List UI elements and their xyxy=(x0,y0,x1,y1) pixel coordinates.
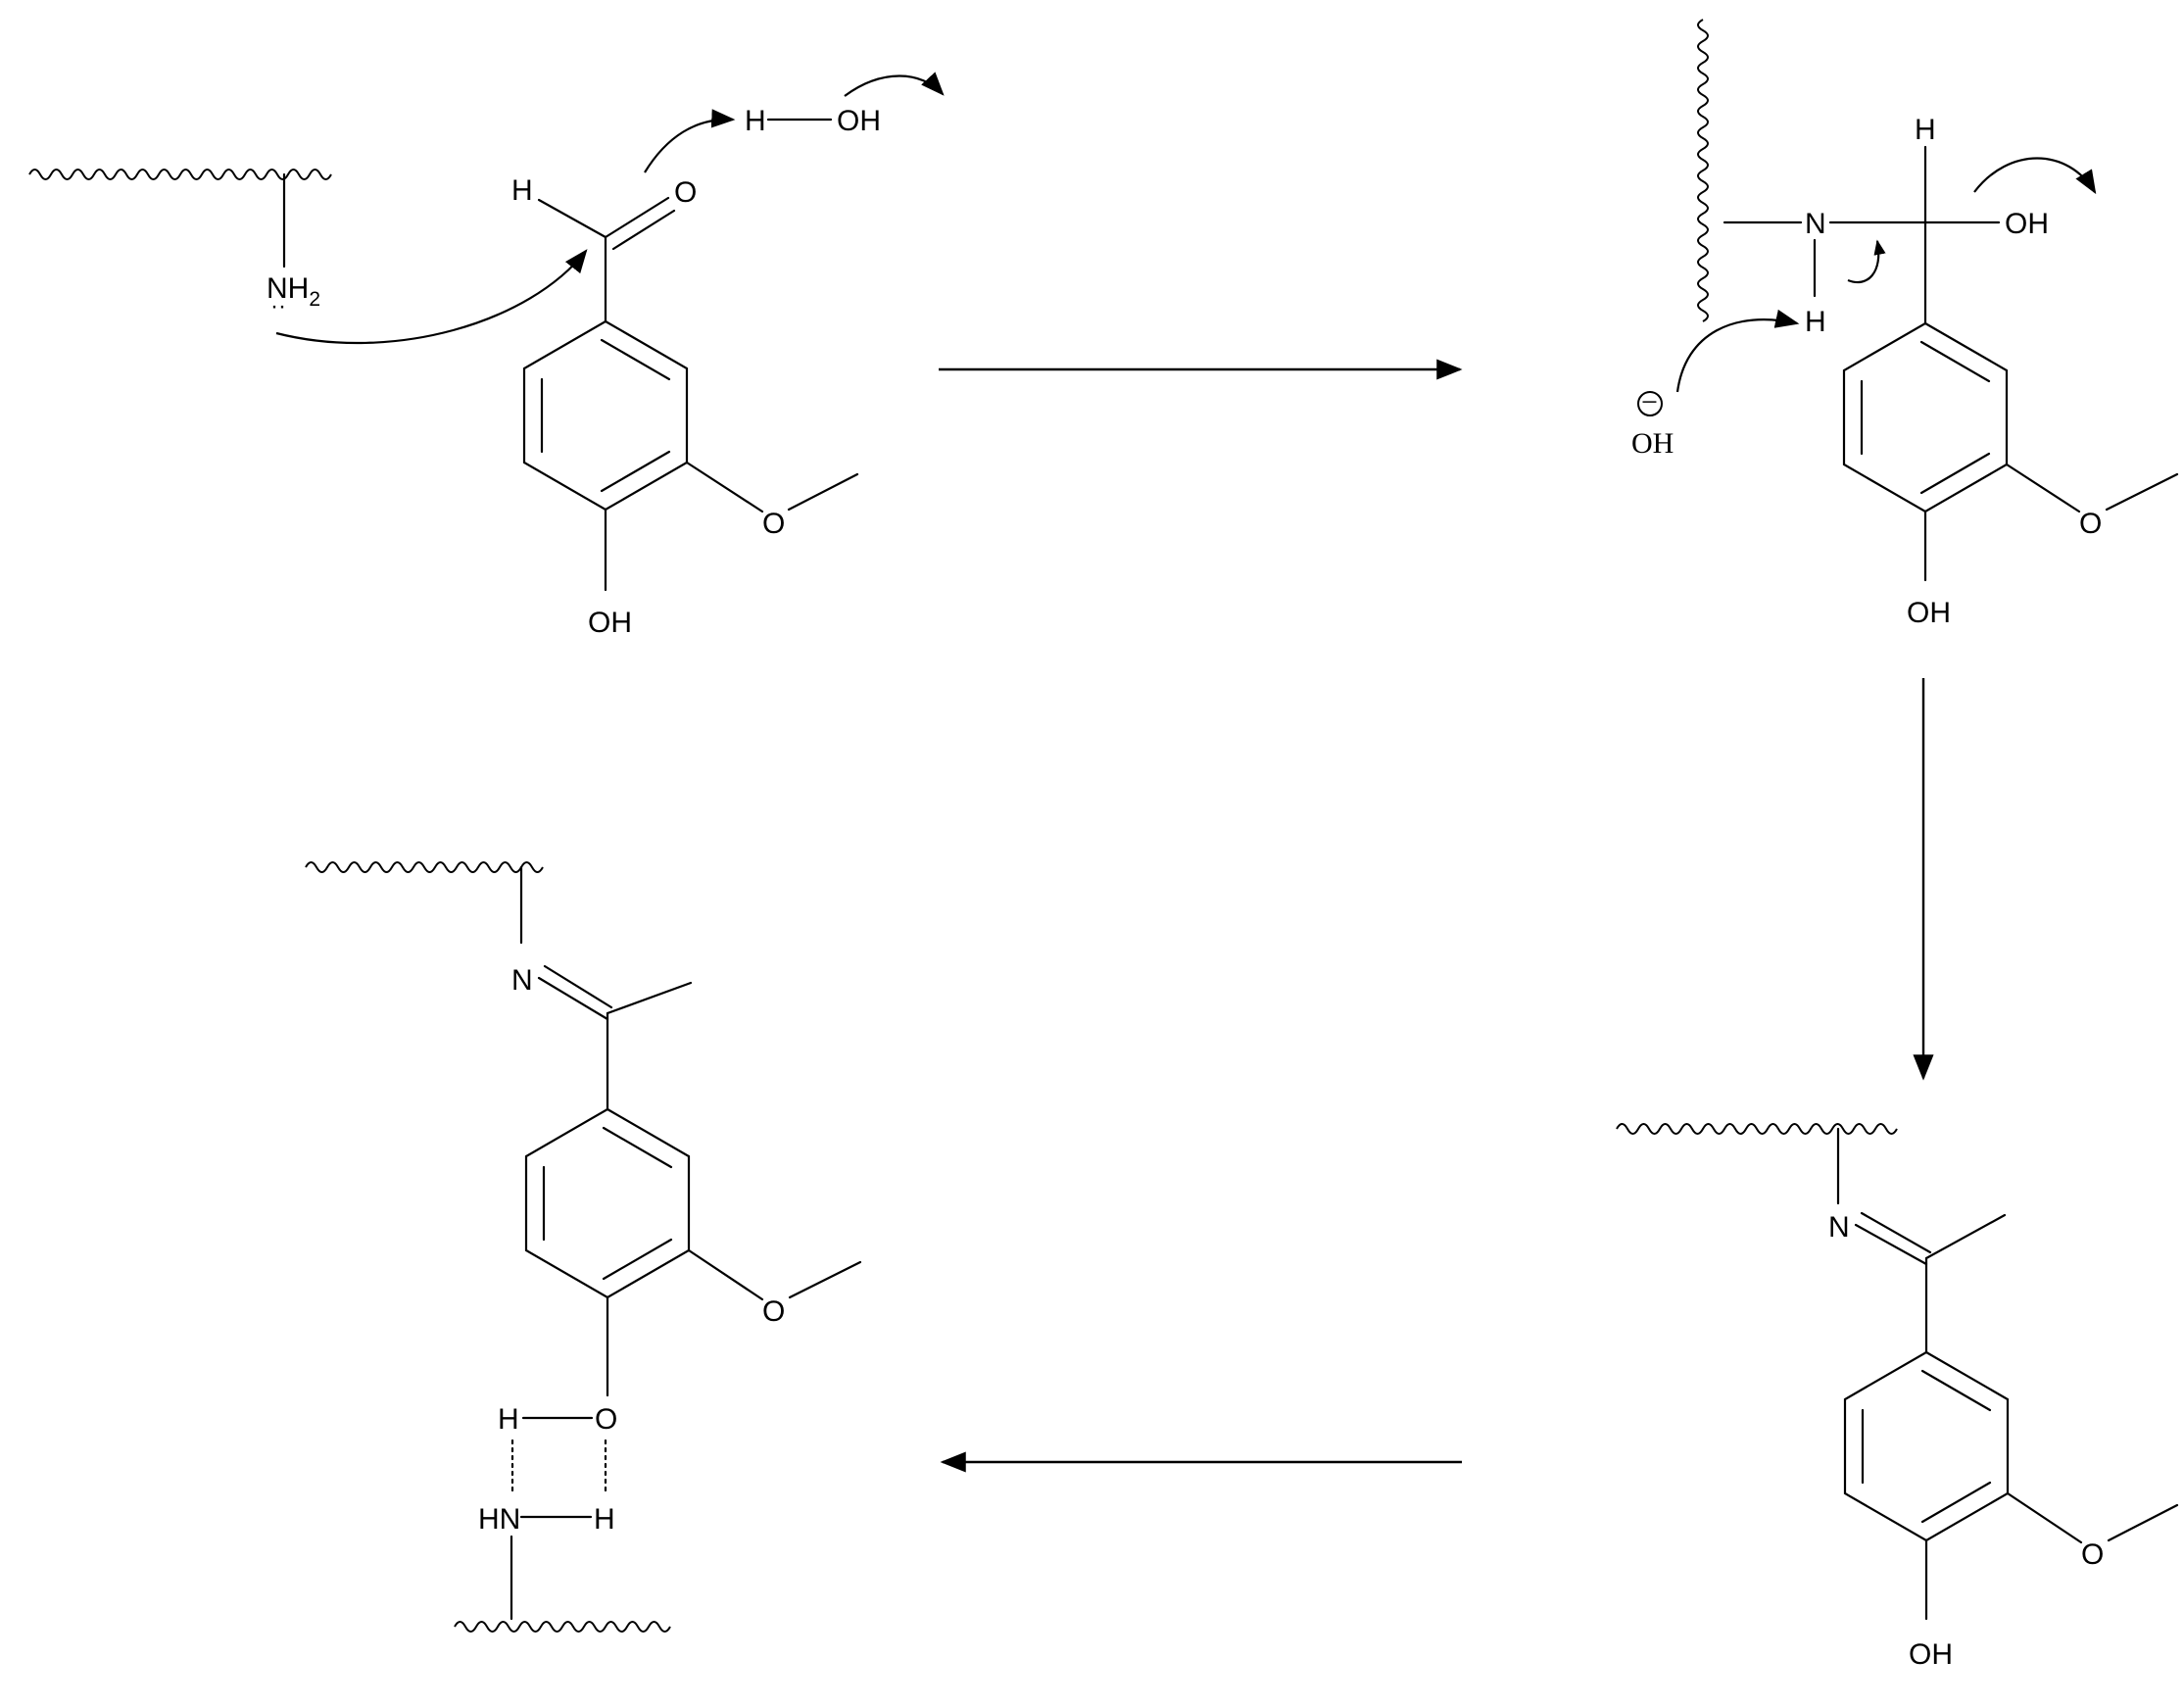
hydroxide-attack-curly-arrow xyxy=(1675,309,1800,393)
structure-2-hemiaminal: N H OH H − OH O OH xyxy=(1631,19,2179,629)
top-h-label: H xyxy=(1915,114,1936,146)
methoxy-oxygen-label: O xyxy=(2081,1538,2104,1571)
nucleophilic-attack-curly-arrow xyxy=(275,249,588,345)
ring-to-methoxy-bond xyxy=(687,1248,764,1301)
benzene-ring xyxy=(1843,1350,2010,1542)
ring-to-methoxy-bond xyxy=(685,461,764,513)
imine-double-bond xyxy=(1854,1223,1928,1266)
nh-electron-curly-arrow xyxy=(1847,239,1886,283)
imine-double-bond xyxy=(537,976,609,1021)
ring-to-methoxy-bond xyxy=(2005,463,2081,513)
phenol-oh-label: OH xyxy=(1909,1638,1953,1671)
ring-to-methoxy-bond xyxy=(2006,1491,2083,1544)
n-h-label: H xyxy=(1805,306,1826,338)
methoxy-methyl-bond xyxy=(2105,472,2179,512)
benzene-ring xyxy=(522,319,689,512)
amine-h-label: H xyxy=(594,1503,615,1536)
water-leaving-curly-arrow xyxy=(844,72,945,97)
benzene-ring xyxy=(1842,321,2009,513)
methoxy-methyl-bond xyxy=(787,472,859,512)
hydroxyl-leaving-curly-arrow xyxy=(1973,157,2097,195)
hydroxyl-label: OH xyxy=(2005,208,2049,240)
methoxy-oxygen-label: O xyxy=(2079,508,2102,540)
structure-1-amine-vanillin: NH2 ·· H O H OH O OH xyxy=(28,72,945,639)
hydroxide-charge-symbol: − xyxy=(1641,386,1658,418)
polymer-chain-wavy xyxy=(28,169,332,180)
structure-3-imine: N O OH xyxy=(1616,1123,2179,1671)
nitrogen-label: N xyxy=(511,964,533,997)
polymer-chain-wavy xyxy=(1616,1123,1898,1135)
ring-double-bond xyxy=(1920,1481,1992,1524)
polymer-chain-wavy xyxy=(1697,19,1709,322)
phenol-oh-label: OH xyxy=(588,607,632,639)
methoxy-methyl-bond xyxy=(788,1260,862,1299)
polymer-chain-wavy xyxy=(305,861,544,873)
ring-double-bond xyxy=(600,338,671,381)
ring-double-bond xyxy=(1920,1369,1992,1412)
ring-double-bond xyxy=(1919,452,1991,495)
hydroxide-label: OH xyxy=(1631,427,1674,460)
carbonyl-to-water-curly-arrow xyxy=(644,109,736,173)
hn-label: HN xyxy=(478,1503,520,1536)
ring-double-bond xyxy=(600,450,671,493)
imine-methyl-bond xyxy=(1924,1213,2007,1260)
phenol-oxygen-label: O xyxy=(595,1403,617,1436)
benzene-ring xyxy=(524,1107,691,1299)
structure-4-hydrogen-bonded-imine: N O O H HN H xyxy=(305,861,862,1633)
imine-double-bond xyxy=(1860,1211,1932,1254)
ring-double-bond xyxy=(602,1126,673,1169)
nitrogen-label: N xyxy=(1805,208,1826,240)
polymer-chain-wavy xyxy=(454,1621,671,1633)
nitrogen-label: N xyxy=(1828,1211,1850,1244)
phenol-oh-label: OH xyxy=(1907,597,1951,629)
ring-double-bond xyxy=(602,1238,673,1281)
carbonyl-oxygen-label: O xyxy=(674,176,697,209)
water-h-label: H xyxy=(745,105,766,137)
amine-label: NH2 xyxy=(267,272,320,311)
methoxy-methyl-bond xyxy=(2107,1503,2179,1542)
carbonyl-c-h-bond xyxy=(537,198,607,239)
hydroxide-charge-circle xyxy=(1637,391,1663,416)
ring-double-bond xyxy=(1919,340,1991,383)
aldehyde-h-label: H xyxy=(511,174,533,207)
imine-methyl-bond xyxy=(606,981,693,1015)
methoxy-oxygen-label: O xyxy=(762,1295,785,1328)
carbonyl-double-bond xyxy=(604,196,670,239)
imine-double-bond xyxy=(543,964,613,1009)
water-oh-label: OH xyxy=(837,105,881,137)
lone-pair-dots: ·· xyxy=(270,293,286,319)
methoxy-oxygen-label: O xyxy=(762,508,785,540)
carbonyl-double-bond xyxy=(611,209,676,251)
phenol-h-label: H xyxy=(498,1403,519,1436)
